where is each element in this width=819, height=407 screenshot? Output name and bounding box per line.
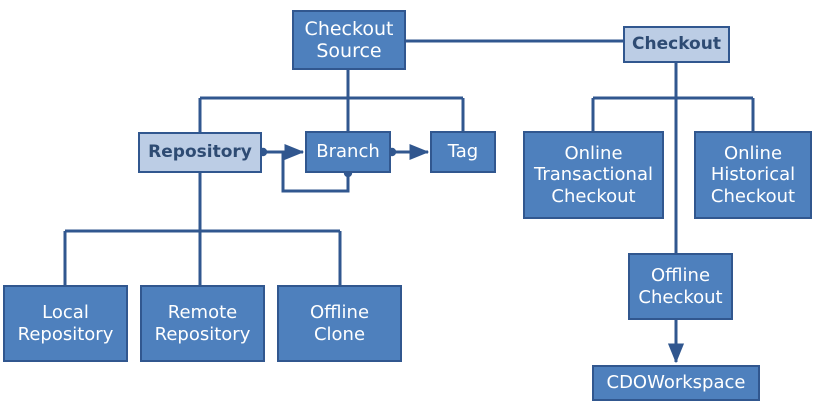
node-local-repository-label: Local Repository bbox=[17, 302, 114, 345]
node-online-historical-checkout-label: Online Historical Checkout bbox=[710, 143, 796, 207]
node-checkout-label: Checkout bbox=[632, 34, 721, 55]
node-offline-clone[interactable]: Offline Clone bbox=[277, 285, 402, 362]
node-tag-label: Tag bbox=[447, 141, 479, 163]
node-branch-label: Branch bbox=[316, 141, 380, 163]
node-repository[interactable]: Repository bbox=[138, 132, 262, 173]
node-online-transactional-checkout-label: Online Transactional Checkout bbox=[533, 143, 653, 207]
node-local-repository[interactable]: Local Repository bbox=[3, 285, 128, 362]
node-repository-label: Repository bbox=[148, 142, 252, 163]
edge-branch-self-loop bbox=[281, 152, 350, 193]
node-cdoworkspace-label: CDOWorkspace bbox=[606, 372, 746, 394]
node-branch[interactable]: Branch bbox=[305, 131, 391, 173]
node-tag[interactable]: Tag bbox=[430, 131, 496, 173]
node-checkout-source-label: Checkout Source bbox=[304, 17, 394, 62]
node-offline-clone-label: Offline Clone bbox=[309, 302, 370, 345]
node-online-transactional-checkout[interactable]: Online Transactional Checkout bbox=[523, 131, 664, 219]
node-remote-repository-label: Remote Repository bbox=[154, 302, 251, 345]
node-online-historical-checkout[interactable]: Online Historical Checkout bbox=[694, 131, 812, 219]
node-cdoworkspace[interactable]: CDOWorkspace bbox=[592, 365, 760, 401]
node-remote-repository[interactable]: Remote Repository bbox=[140, 285, 265, 362]
node-checkout[interactable]: Checkout bbox=[623, 26, 730, 63]
node-checkout-source[interactable]: Checkout Source bbox=[292, 10, 406, 70]
node-offline-checkout-label: Offline Checkout bbox=[638, 265, 723, 308]
node-offline-checkout[interactable]: Offline Checkout bbox=[628, 253, 733, 320]
